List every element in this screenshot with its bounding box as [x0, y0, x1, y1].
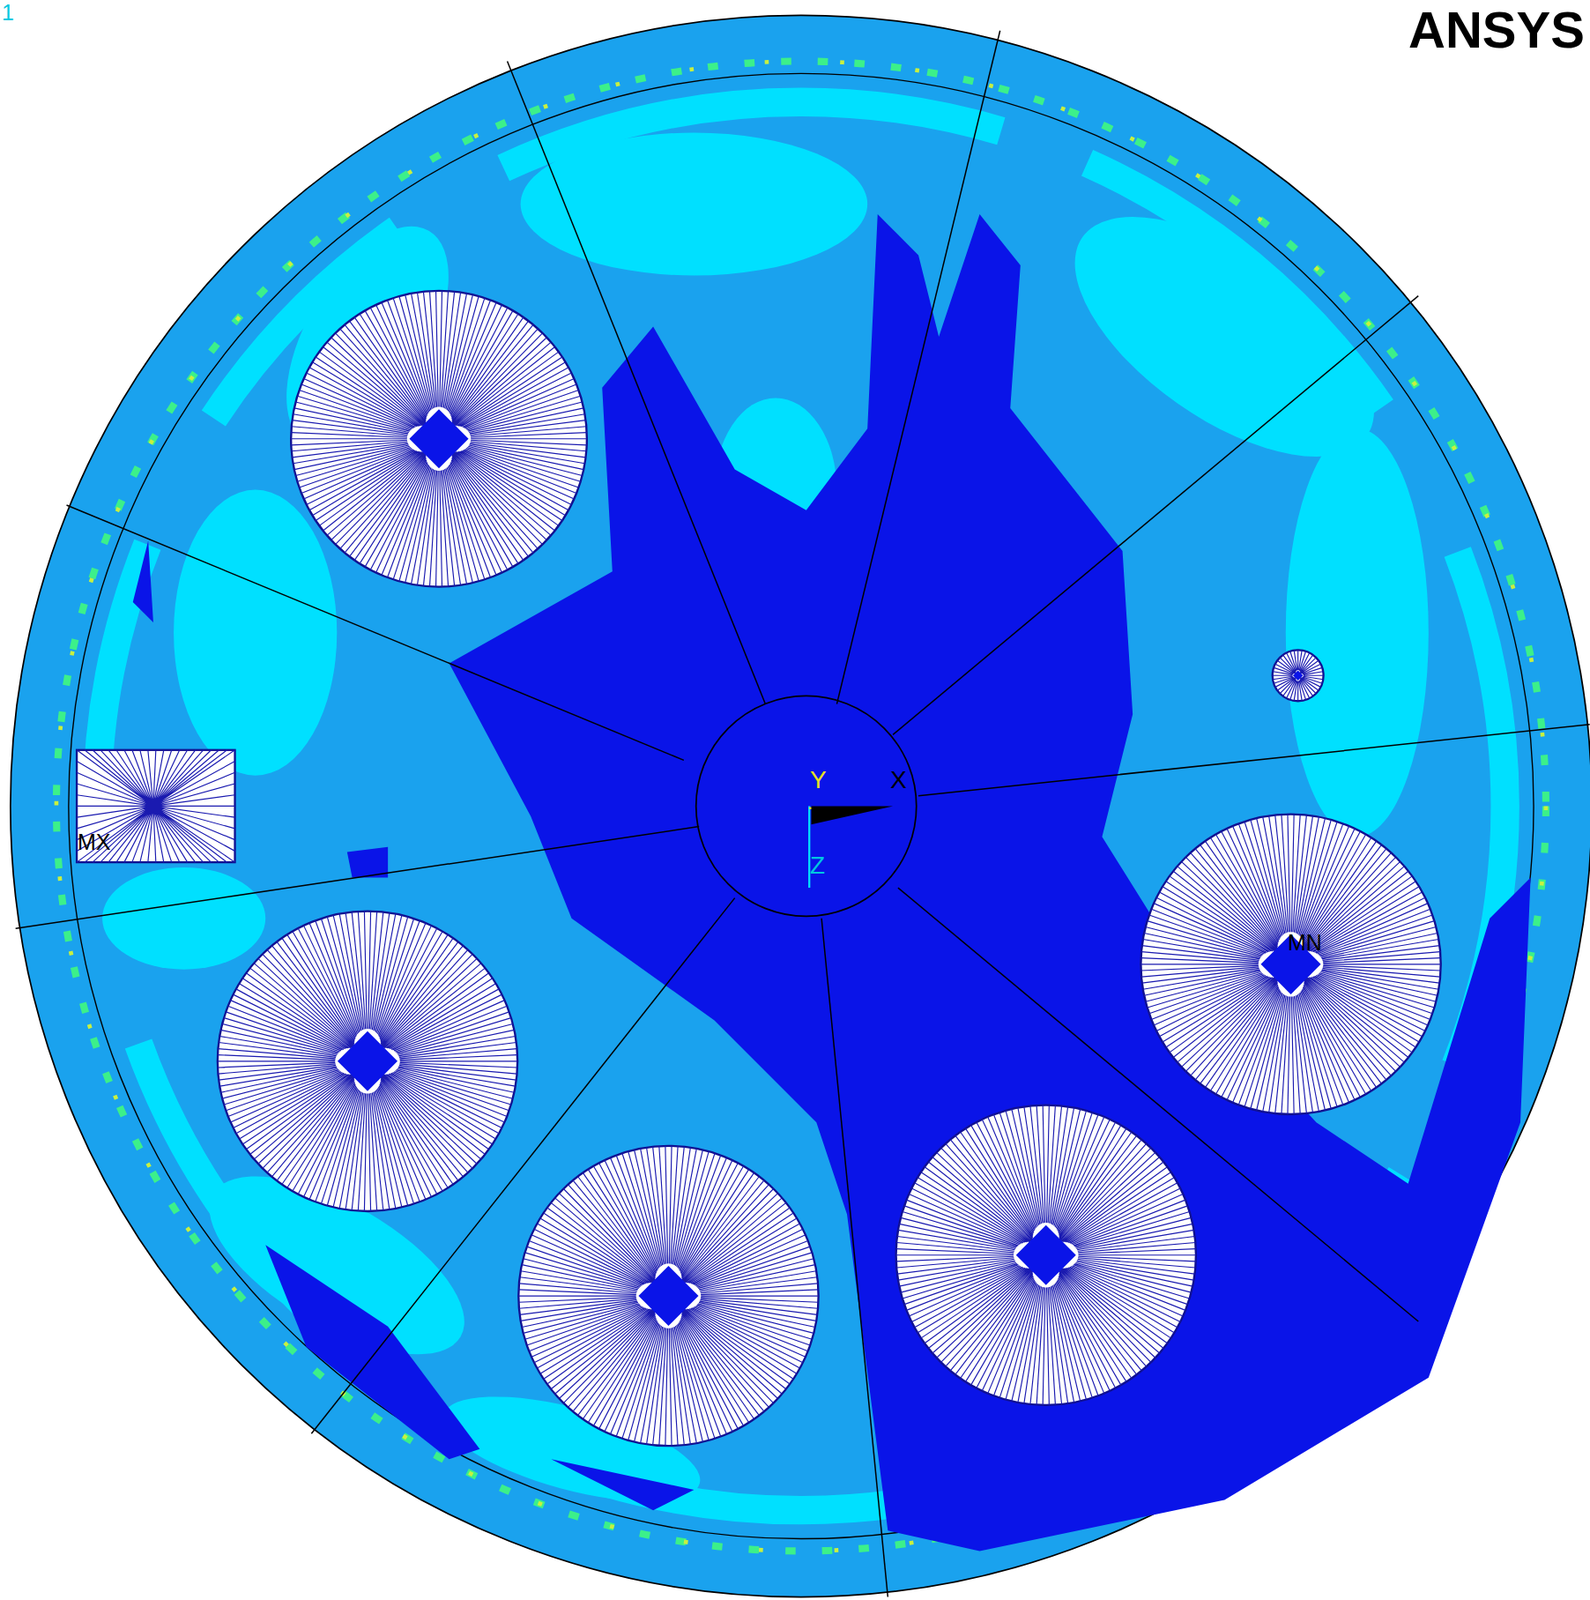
ansys-logo: ANSYS	[1408, 4, 1585, 56]
section-lines	[15, 30, 1590, 1598]
mesh-core	[408, 408, 469, 469]
meshed-hole	[1140, 814, 1441, 1115]
axis-label: X	[890, 767, 907, 793]
meshed-slot	[76, 750, 235, 862]
mesh-lines	[1272, 649, 1324, 701]
hot-spots	[56, 60, 1546, 1551]
low-stress-region	[449, 214, 1531, 1551]
mesh-lines	[76, 750, 235, 862]
axis-triad	[809, 805, 893, 888]
hole-outline	[1140, 814, 1441, 1115]
meshed-hole	[518, 1145, 818, 1446]
max-marker: MX	[77, 831, 112, 854]
mesh-lines	[896, 1105, 1197, 1405]
axis-label: Z	[809, 853, 825, 878]
mesh-lines	[290, 290, 587, 587]
plot-number: 1	[1, 1, 15, 24]
mesh-lines	[1140, 814, 1441, 1115]
meshed-hole	[217, 911, 518, 1212]
hole-outline	[217, 911, 518, 1212]
mesh-lines	[217, 911, 518, 1212]
mesh-core	[1292, 669, 1304, 681]
mesh-core	[638, 1265, 699, 1326]
hole-outline	[896, 1105, 1197, 1405]
mesh-holes	[76, 290, 1442, 1446]
hot-spots-yellow	[56, 60, 1546, 1551]
meshed-hole	[896, 1105, 1197, 1405]
hole-outline	[290, 290, 587, 587]
min-marker: MN	[1287, 931, 1323, 954]
slot-outline	[76, 750, 235, 862]
meshed-hole	[290, 290, 587, 587]
hole-outline	[518, 1145, 818, 1446]
meshed-hole	[1272, 649, 1324, 701]
mesh-core	[337, 1031, 398, 1092]
outer-disc	[10, 14, 1590, 1597]
hole-outline	[1272, 649, 1324, 701]
centre-hub	[696, 695, 917, 916]
mesh-core	[1016, 1225, 1077, 1286]
mesh-lines	[518, 1145, 818, 1446]
axis-label: Y	[809, 767, 827, 793]
